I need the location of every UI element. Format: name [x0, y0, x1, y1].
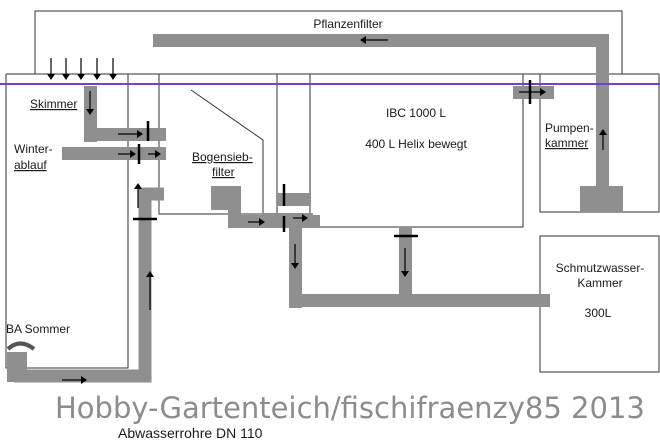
sieve-overflow-pipe — [277, 193, 311, 206]
pump-chamber-label: Pumpen-kammer — [545, 121, 594, 150]
ibc-box — [309, 73, 524, 228]
dirt-chamber-label: Schmutzwasser-Kammer — [556, 261, 645, 290]
bow-sieve-label: Bogensieb-filter — [192, 150, 253, 179]
ibc-title-label: IBC 1000 L — [386, 106, 446, 120]
riser-pipe — [596, 34, 609, 188]
caption: Abwasserrohre DN 110 — [118, 425, 263, 441]
ibc-sub-label: 400 L Helix bewegt — [365, 137, 467, 151]
plant-filter-label: Pflanzenfilter — [313, 17, 382, 31]
sieve-outlet-block — [211, 186, 241, 210]
dirt-volume-label: 300L — [585, 306, 612, 320]
winter-drain-label: Winter-ablauf — [14, 142, 53, 172]
flow-arrows — [47, 36, 607, 384]
dirt-chamber-box — [539, 235, 660, 373]
bottom-drain-label: BA Sommer — [6, 322, 70, 336]
sieve-junction — [263, 213, 313, 223]
sieve-slope — [190, 89, 264, 213]
bottom-drain-pipe — [14, 187, 164, 383]
pump-block — [580, 186, 623, 212]
skimmer-label: Skimmer — [30, 97, 77, 111]
watermark: Hobby-Gartenteich/fischifraenzy85 2013 — [55, 391, 645, 425]
bottom-drain-pot — [7, 352, 27, 382]
bottom-drain-dome — [6, 341, 36, 351]
drain-main-pipe — [289, 294, 550, 307]
